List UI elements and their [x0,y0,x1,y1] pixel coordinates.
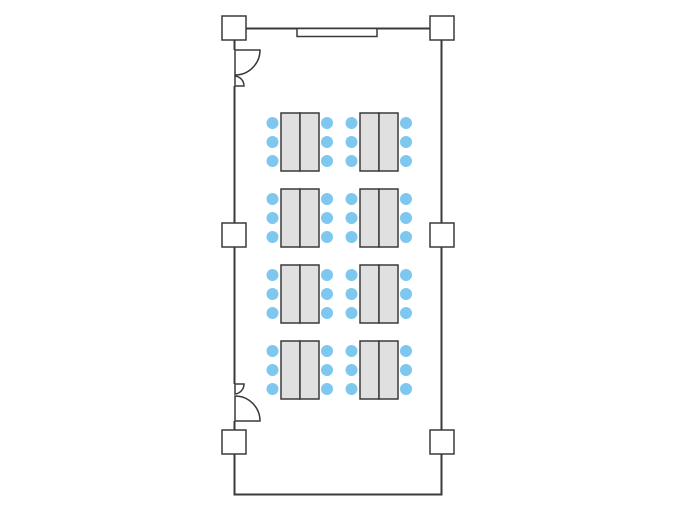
door-bottom [231,383,261,422]
chair-circle-icon [321,345,333,357]
window-icon [296,27,378,38]
chair-circle-icon [345,231,358,243]
column-square-icon [429,222,455,248]
chair-circle-icon [266,155,279,167]
chair-circle-icon [266,212,279,224]
table [378,340,399,400]
table-block [345,340,412,400]
table [359,264,380,324]
chair-circle-icon [345,117,358,129]
chair-circle-icon [266,383,279,395]
chair-circle-icon [345,288,358,300]
table-block [266,112,333,172]
chair-circle-icon [266,269,279,281]
column-square-icon [221,222,247,248]
door-top [231,49,261,87]
chair-circle-icon [266,193,279,205]
column-square-icon [429,429,455,455]
table [299,340,320,400]
table [359,112,380,172]
column-square-icon [221,15,247,41]
room-outline [233,27,443,496]
chair-circle-icon [345,345,358,357]
table [280,112,301,172]
chair-circle-icon [345,269,358,281]
chair-circle-icon [266,288,279,300]
table-block [345,112,412,172]
table-block [345,264,412,324]
table [359,340,380,400]
table [280,188,301,248]
table-block [345,188,412,248]
chair-circle-icon [345,307,358,319]
table [378,188,399,248]
chair-circle-icon [400,269,412,281]
door-swing-icon [234,49,261,76]
chair-circle-icon [266,364,279,376]
chair-circle-icon [345,212,358,224]
chair-circle-icon [321,364,333,376]
chair-circle-icon [400,155,412,167]
chair-circle-icon [321,155,333,167]
chair-circle-icon [345,193,358,205]
chair-circle-icon [400,231,412,243]
columns-group [221,15,455,455]
chair-circle-icon [400,383,412,395]
chair-circle-icon [266,117,279,129]
chair-circle-icon [266,231,279,243]
chair-circle-icon [400,364,412,376]
door-swing-icon [234,395,261,422]
chair-circle-icon [400,136,412,148]
table-block [266,188,333,248]
table [280,264,301,324]
chair-circle-icon [266,345,279,357]
chair-circle-icon [400,345,412,357]
table [378,264,399,324]
chair-circle-icon [321,288,333,300]
column-square-icon [429,15,455,41]
chair-circle-icon [321,269,333,281]
door-leaf-icon [234,383,245,395]
table-block [266,340,333,400]
chair-circle-icon [321,383,333,395]
chair-circle-icon [321,117,333,129]
chair-circle-icon [345,364,358,376]
table [299,264,320,324]
chair-circle-icon [321,193,333,205]
chair-circle-icon [321,307,333,319]
chair-circle-icon [321,231,333,243]
chair-circle-icon [400,288,412,300]
chair-circle-icon [266,136,279,148]
chair-circle-icon [345,136,358,148]
tables-group [266,112,412,400]
chair-circle-icon [345,155,358,167]
door-leaf-icon [234,75,245,87]
chair-circle-icon [400,193,412,205]
table [299,188,320,248]
table [280,340,301,400]
chair-circle-icon [400,117,412,129]
chair-circle-icon [266,307,279,319]
chair-circle-icon [400,212,412,224]
table [359,188,380,248]
chair-circle-icon [345,383,358,395]
chair-circle-icon [321,212,333,224]
chair-circle-icon [321,136,333,148]
table-block [266,264,333,324]
table [299,112,320,172]
chair-circle-icon [400,307,412,319]
column-square-icon [221,429,247,455]
table [378,112,399,172]
